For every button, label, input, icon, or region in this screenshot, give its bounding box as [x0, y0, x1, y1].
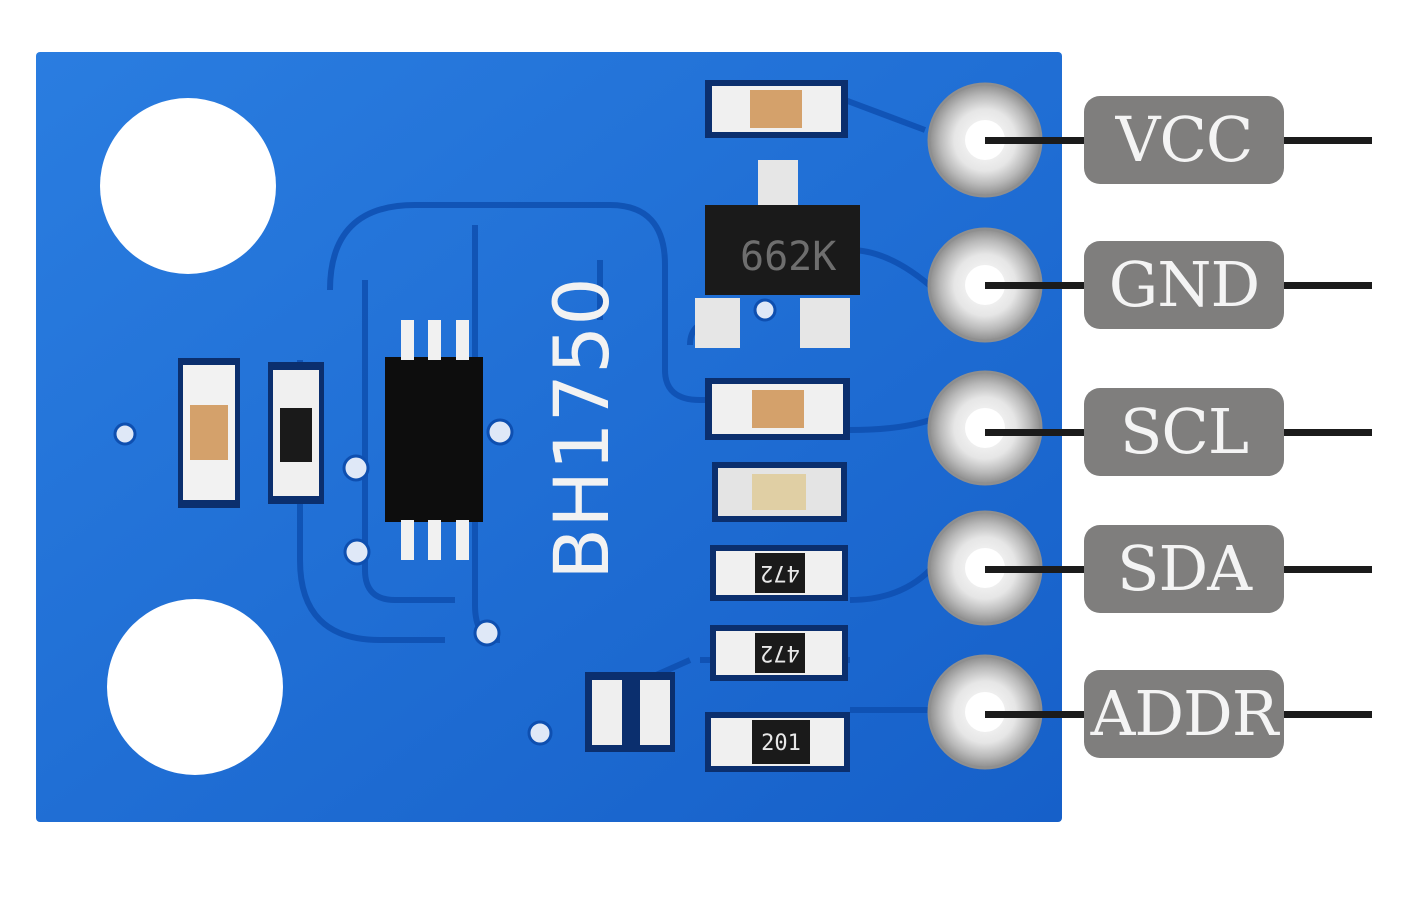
pin-label-vcc: VCC — [1084, 96, 1284, 184]
sda-lead-line-outer — [1284, 566, 1372, 573]
addr-lead-line-outer — [1284, 711, 1372, 718]
resistor-top — [705, 80, 848, 138]
capacitor-right-2 — [712, 462, 847, 522]
scl-lead-line-outer — [1284, 429, 1372, 436]
mounting-hole-top — [100, 98, 276, 274]
svg-text:472: 472 — [760, 560, 800, 585]
svg-text:662K: 662K — [740, 234, 836, 280]
sda-lead-line — [985, 566, 1085, 573]
resistor-right-3: 201 — [705, 712, 850, 772]
voltage-regulator: 662K — [695, 160, 860, 348]
silkscreen-model-label: BH1750 — [537, 277, 626, 580]
vcc-lead-line — [985, 137, 1085, 144]
bh1750-sensor-chip — [385, 320, 483, 560]
resistor-right-1: 472 — [710, 545, 848, 601]
pin-label-gnd: GND — [1084, 241, 1284, 329]
pin-label-addr: ADDR — [1084, 670, 1284, 758]
gnd-lead-line — [985, 282, 1085, 289]
addr-lead-line — [985, 711, 1085, 718]
pin-label-sda: SDA — [1084, 525, 1284, 613]
mounting-hole-bottom — [107, 599, 283, 775]
vcc-lead-line-outer — [1284, 137, 1372, 144]
scl-lead-line — [985, 429, 1085, 436]
resistor-right-2: 472 — [710, 625, 848, 681]
pin-label-scl: SCL — [1084, 388, 1284, 476]
capacitor-left — [178, 358, 240, 508]
vias — [113, 298, 777, 746]
small-component-pair — [585, 672, 675, 752]
svg-text:201: 201 — [761, 731, 801, 756]
svg-text:472: 472 — [760, 640, 800, 665]
gnd-lead-line-outer — [1284, 282, 1372, 289]
resistor-left — [268, 362, 324, 504]
capacitor-right-1 — [705, 378, 850, 440]
